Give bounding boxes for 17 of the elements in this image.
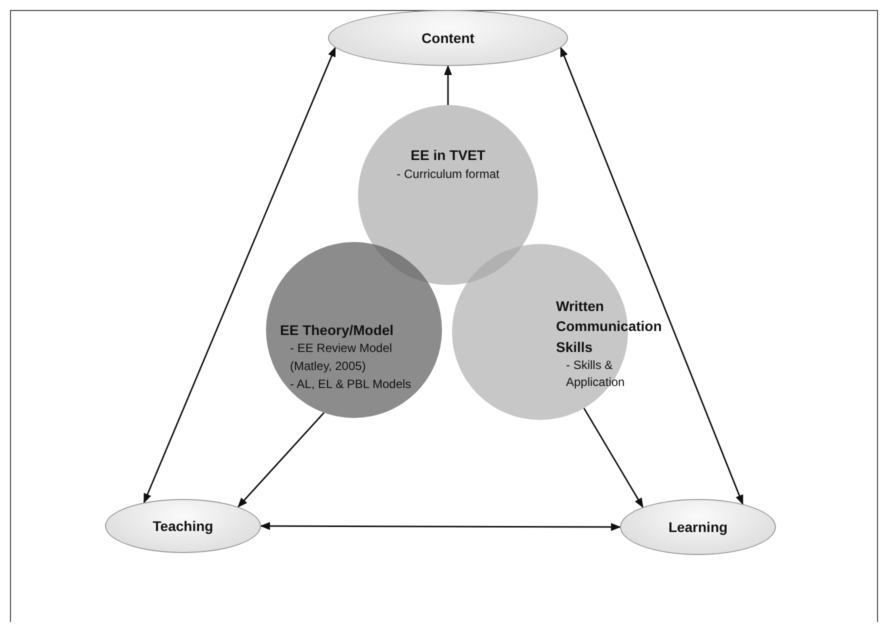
- node-label: Content: [422, 28, 474, 48]
- bullet-text: - Curriculum format: [396, 166, 500, 184]
- arrow: [560, 46, 744, 505]
- circle-title: Written Communication Skills: [556, 297, 663, 357]
- arrow: [143, 46, 336, 504]
- arrow: [583, 408, 644, 508]
- node-label: Teaching: [152, 516, 214, 536]
- bullet-text: - Skills & Application: [565, 356, 626, 392]
- arrow: [237, 412, 324, 508]
- circle-title: EE Theory/Model: [280, 321, 394, 340]
- node-label: Learning: [668, 518, 728, 537]
- ellipse-node: [328, 10, 568, 66]
- circle-title: EE in TVET: [410, 146, 486, 165]
- arrow: [260, 522, 621, 531]
- bullet-text: - AL, EL & PBL Models: [289, 376, 412, 394]
- bullet-text: - EE Review Model (Matley, 2005): [289, 340, 394, 375]
- arrow: [444, 65, 452, 105]
